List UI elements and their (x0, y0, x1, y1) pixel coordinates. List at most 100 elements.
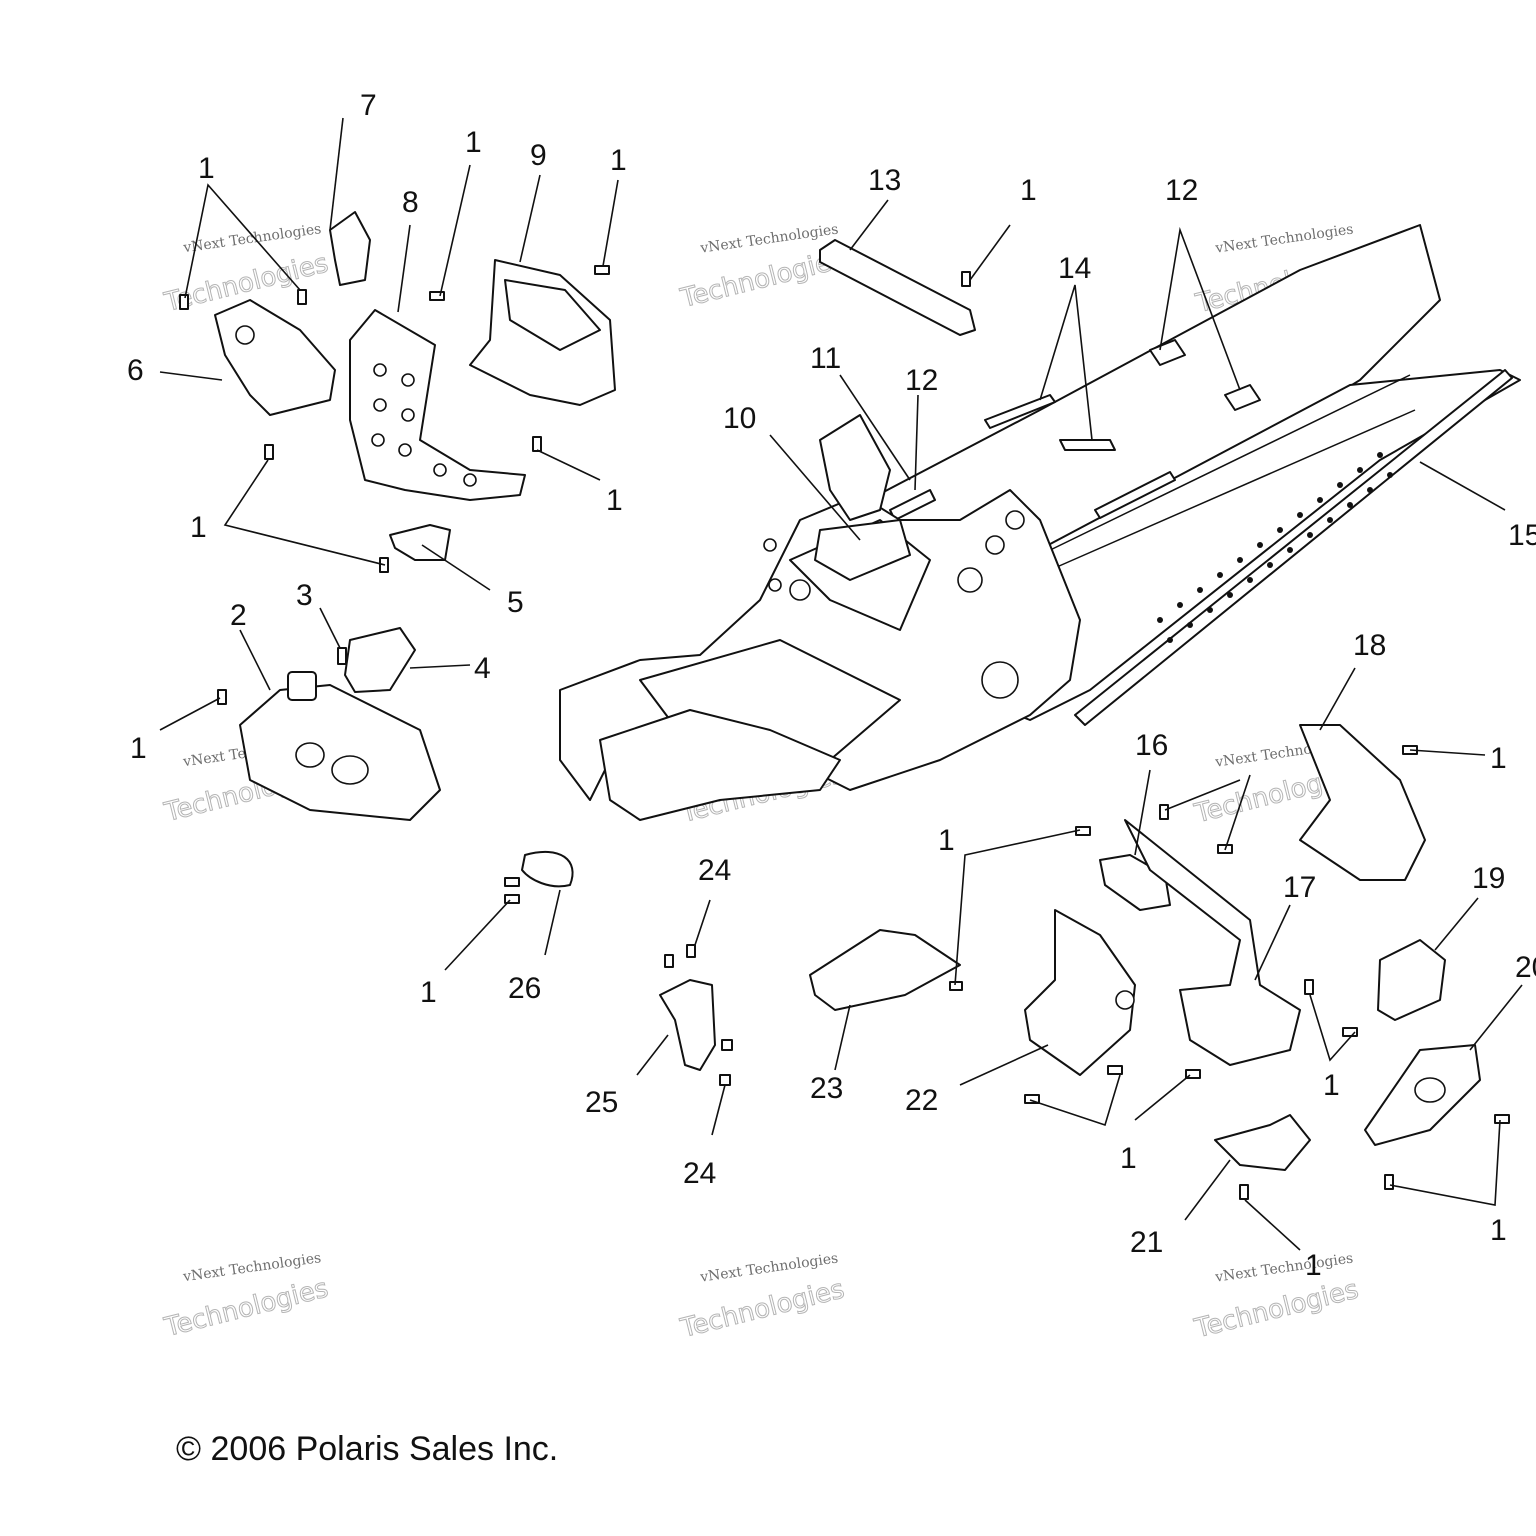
bolt (217, 689, 227, 705)
fasteners (179, 265, 1510, 1200)
callout-1: 1 (198, 152, 215, 185)
bolt (1107, 1065, 1123, 1075)
callout-25: 25 (585, 1086, 618, 1119)
tunnel-vent-holes (1157, 452, 1393, 643)
callout-24: 24 (698, 854, 731, 887)
bolt (429, 291, 445, 301)
part-3-stud (337, 647, 347, 665)
part-5-clip (389, 524, 451, 561)
bolt (949, 981, 963, 991)
watermark-bottom-left: vNext Technologies Technologies (160, 1250, 331, 1344)
decal-14-b (1059, 439, 1116, 451)
part-9-opening (504, 279, 601, 351)
bolt (1239, 1184, 1249, 1200)
callout-20: 20 (1515, 951, 1536, 984)
part-25-bracket (659, 979, 716, 1071)
callout-22: 22 (905, 1084, 938, 1117)
callout-1: 1 (130, 732, 147, 765)
decal-14-c (1094, 471, 1176, 519)
decal-14-a (984, 394, 1056, 429)
callout-2: 2 (230, 599, 247, 632)
bolt (961, 271, 971, 287)
watermark-bottom-center: vNext Technologies Technologies (677, 1250, 848, 1344)
bolt (719, 1074, 731, 1086)
part-13-rail-cover (819, 239, 976, 336)
bolt (1342, 1027, 1358, 1037)
callout-11: 11 (810, 342, 841, 375)
bolt (264, 444, 274, 460)
callout-12: 12 (905, 364, 938, 397)
callout-1: 1 (190, 511, 207, 544)
part-10-inner-panel (814, 519, 911, 581)
callout-23: 23 (810, 1072, 843, 1105)
callout-7: 7 (360, 89, 377, 122)
bolt (1494, 1114, 1510, 1124)
bolt (1304, 979, 1314, 995)
callout-13: 13 (868, 164, 901, 197)
callout-8: 8 (402, 186, 419, 219)
bolt (1024, 1094, 1040, 1104)
part-8-plate (349, 309, 526, 501)
decal-12-b (1224, 384, 1261, 411)
callout-17: 17 (1283, 871, 1316, 904)
callout-1: 1 (1305, 1249, 1322, 1282)
callout-14: 14 (1058, 252, 1091, 285)
part-22-shield (1024, 909, 1136, 1076)
watermark-bottom-right: vNext Technologies Technologies (1191, 1250, 1362, 1344)
part-19-clip (1377, 939, 1446, 1021)
callout-1: 1 (420, 976, 437, 1009)
bolt (1159, 804, 1169, 820)
bulkhead-lower-frame (599, 709, 841, 821)
part-23-plate (809, 929, 961, 1011)
callout-24: 24 (683, 1157, 716, 1190)
decal-12-a (1149, 339, 1186, 366)
callout-labels: 1 7 8 1 9 1 6 1 1 5 2 3 4 1 13 1 12 14 1… (127, 89, 1536, 1282)
bolt (1185, 1069, 1201, 1079)
part-21-bracket (1214, 1114, 1311, 1171)
copyright-notice: © 2006 Polaris Sales Inc. (176, 1430, 559, 1468)
callout-12: 12 (1165, 174, 1198, 207)
callout-1: 1 (1323, 1069, 1340, 1102)
callout-26: 26 (508, 972, 541, 1005)
callout-4: 4 (474, 652, 491, 685)
callout-15: 15 (1508, 519, 1536, 552)
callout-1: 1 (938, 824, 955, 857)
bolt (594, 265, 610, 275)
svg-text:vNext Technologies: vNext Technologies (181, 221, 322, 256)
watermark-top-center: vNext Technologies Technologies (677, 221, 848, 314)
part-26-cap (521, 850, 574, 888)
part-2-boss (287, 671, 317, 701)
part-17-brace (1124, 819, 1301, 1066)
callout-6: 6 (127, 354, 144, 387)
bolt (504, 877, 520, 887)
rail-strip (1074, 369, 1513, 726)
separate-parts (179, 211, 1510, 1200)
callout-1: 1 (606, 484, 623, 517)
callout-5: 5 (507, 586, 524, 619)
callout-1: 1 (1120, 1142, 1137, 1175)
leader-lines (159, 117, 1523, 1251)
part-11-heat-shield (819, 414, 891, 521)
bolt (179, 294, 189, 310)
callout-1: 1 (1490, 742, 1507, 775)
callout-9: 9 (530, 139, 547, 172)
callout-3: 3 (296, 579, 313, 612)
part-7-bracket (329, 211, 371, 286)
callout-1: 1 (465, 126, 482, 159)
bolt (686, 944, 696, 958)
callout-1: 1 (1490, 1214, 1507, 1247)
bolt (532, 436, 542, 452)
svg-text:vNext Technologies: vNext Technologies (1213, 221, 1354, 256)
callout-16: 16 (1135, 729, 1168, 762)
bolt (664, 954, 674, 968)
callout-1: 1 (610, 144, 627, 177)
callout-21: 21 (1130, 1226, 1163, 1259)
callout-10: 10 (723, 402, 756, 435)
bolt (504, 894, 520, 904)
bolt (721, 1039, 733, 1051)
callout-19: 19 (1472, 862, 1505, 895)
callout-18: 18 (1353, 629, 1386, 662)
callout-1: 1 (1020, 174, 1037, 207)
